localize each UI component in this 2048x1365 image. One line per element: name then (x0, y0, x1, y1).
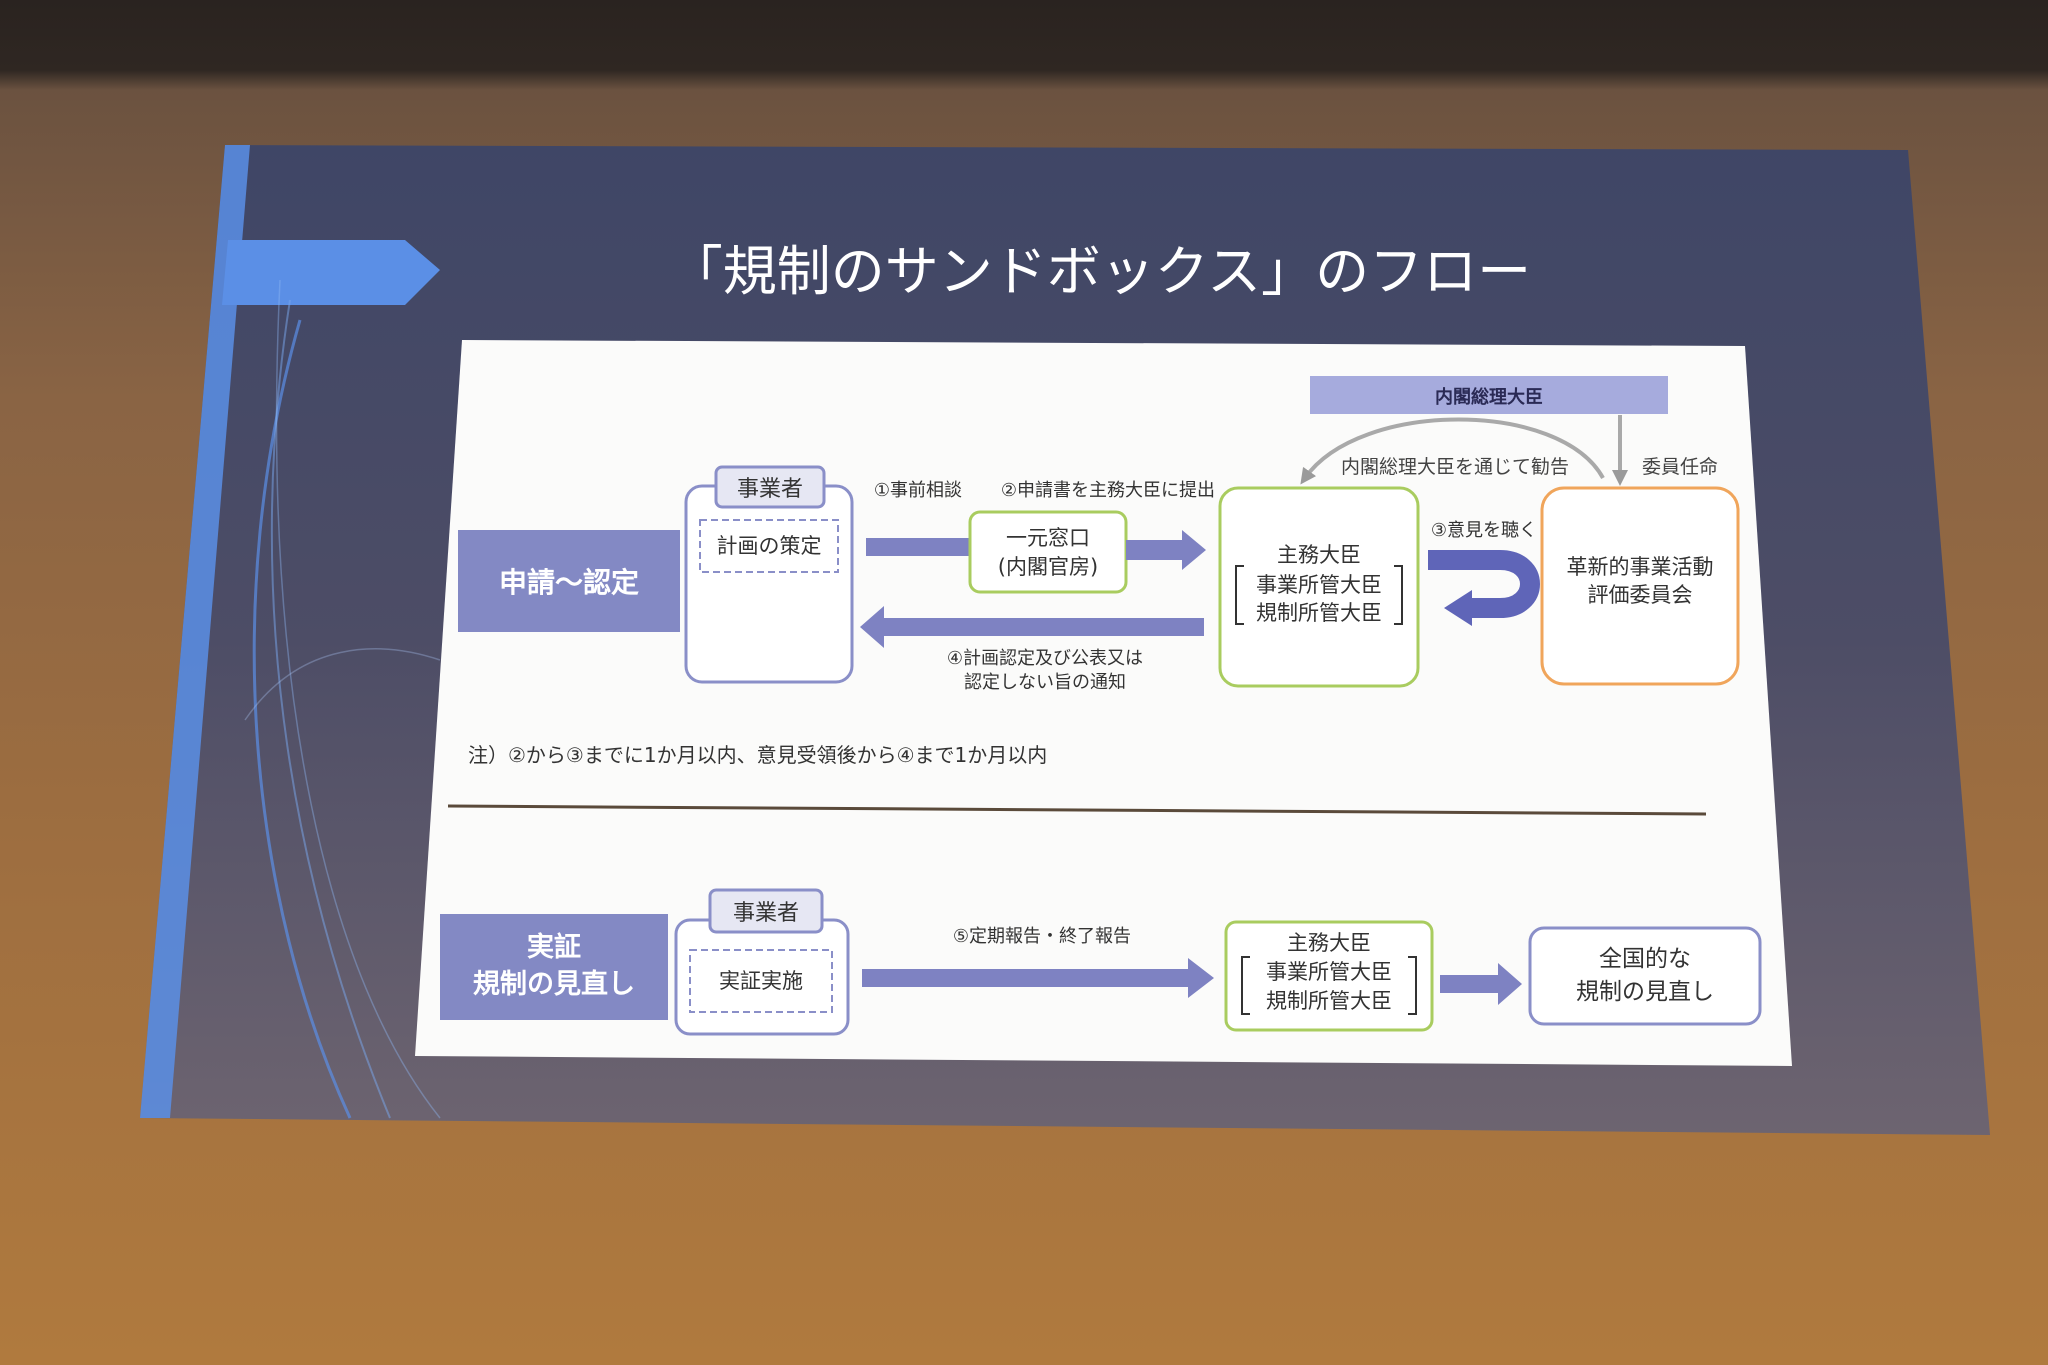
plan-label: 計画の策定 (717, 534, 822, 558)
business-tab-1-label: 事業者 (737, 477, 803, 502)
minister1-line1: 主務大臣 (1277, 543, 1361, 567)
business-box-1 (684, 484, 854, 684)
recommend-label: 内閣総理大臣を通じて勧告 (1341, 456, 1569, 478)
committee-line2: 評価委員会 (1588, 583, 1693, 607)
business-tab-1 (714, 465, 826, 509)
plan-box (699, 519, 839, 573)
section1-label-box (458, 530, 680, 632)
flow-diagram: 内閣総理大臣 内閣総理大臣を通じて勧告 委員任命 申請～認定 事業者 計画の策定… (440, 376, 1762, 1036)
section2-label-line2: 規制の見直し (473, 969, 635, 1000)
arrow-to-minister (1126, 530, 1206, 570)
step2-label: ②申請書を主務大臣に提出 (1001, 480, 1215, 501)
note-text: 注）②から③までに1か月以内、意見受領後から④まで1か月以内 (468, 743, 1047, 767)
step4-line1: ④計画認定及び公表又は (947, 648, 1143, 669)
window-line2: (内閣官房) (998, 555, 1098, 579)
business-tab-2-label: 事業者 (733, 901, 799, 926)
title-arrow-accent (222, 240, 440, 305)
section-divider (447, 804, 1707, 816)
prime-minister-label: 内閣総理大臣 (1435, 386, 1543, 408)
minister-box-2 (1224, 920, 1434, 1032)
step1-label: ①事前相談 (874, 480, 962, 501)
window-box (968, 510, 1128, 594)
slide-title: 「規制のサンドボックス」のフロー (669, 240, 1531, 303)
minister1-line3: 規制所管大臣 (1256, 601, 1382, 625)
step3-label: ③意見を聴く (1431, 520, 1537, 541)
minister2-line3: 規制所管大臣 (1266, 989, 1392, 1013)
window-line1: 一元窓口 (1006, 526, 1090, 550)
step4-line2: 認定しない旨の通知 (964, 672, 1126, 693)
committee-box (1540, 486, 1740, 686)
arrow-to-window-shaft (866, 538, 970, 556)
notification-arrow (860, 606, 1204, 648)
review-arrow (1440, 963, 1522, 1005)
review-line2: 規制の見直し (1576, 979, 1714, 1005)
report-arrow (862, 958, 1214, 998)
demo-label: 実証実施 (719, 969, 803, 993)
section2-label-line1: 実証 (527, 931, 581, 963)
section2-label-box (440, 914, 668, 1020)
review-line1: 全国的な (1599, 946, 1691, 972)
consult-uturn-arrow (1428, 550, 1540, 618)
step5-label: ⑤定期報告・終了報告 (953, 926, 1131, 947)
recommend-arc (1300, 417, 1605, 485)
appoint-label: 委員任命 (1642, 456, 1718, 478)
minister1-line2: 事業所管大臣 (1256, 573, 1382, 597)
review-box (1528, 926, 1762, 1026)
demo-box (689, 949, 833, 1013)
minister-box-1 (1218, 486, 1420, 688)
section1-label: 申請～認定 (499, 566, 639, 599)
minister2-line1: 主務大臣 (1287, 931, 1371, 955)
minister2-line2: 事業所管大臣 (1266, 960, 1392, 984)
prime-minister-bar (1310, 376, 1668, 414)
committee-line1: 革新的事業活動 (1567, 555, 1714, 579)
business-tab-2 (708, 888, 824, 934)
